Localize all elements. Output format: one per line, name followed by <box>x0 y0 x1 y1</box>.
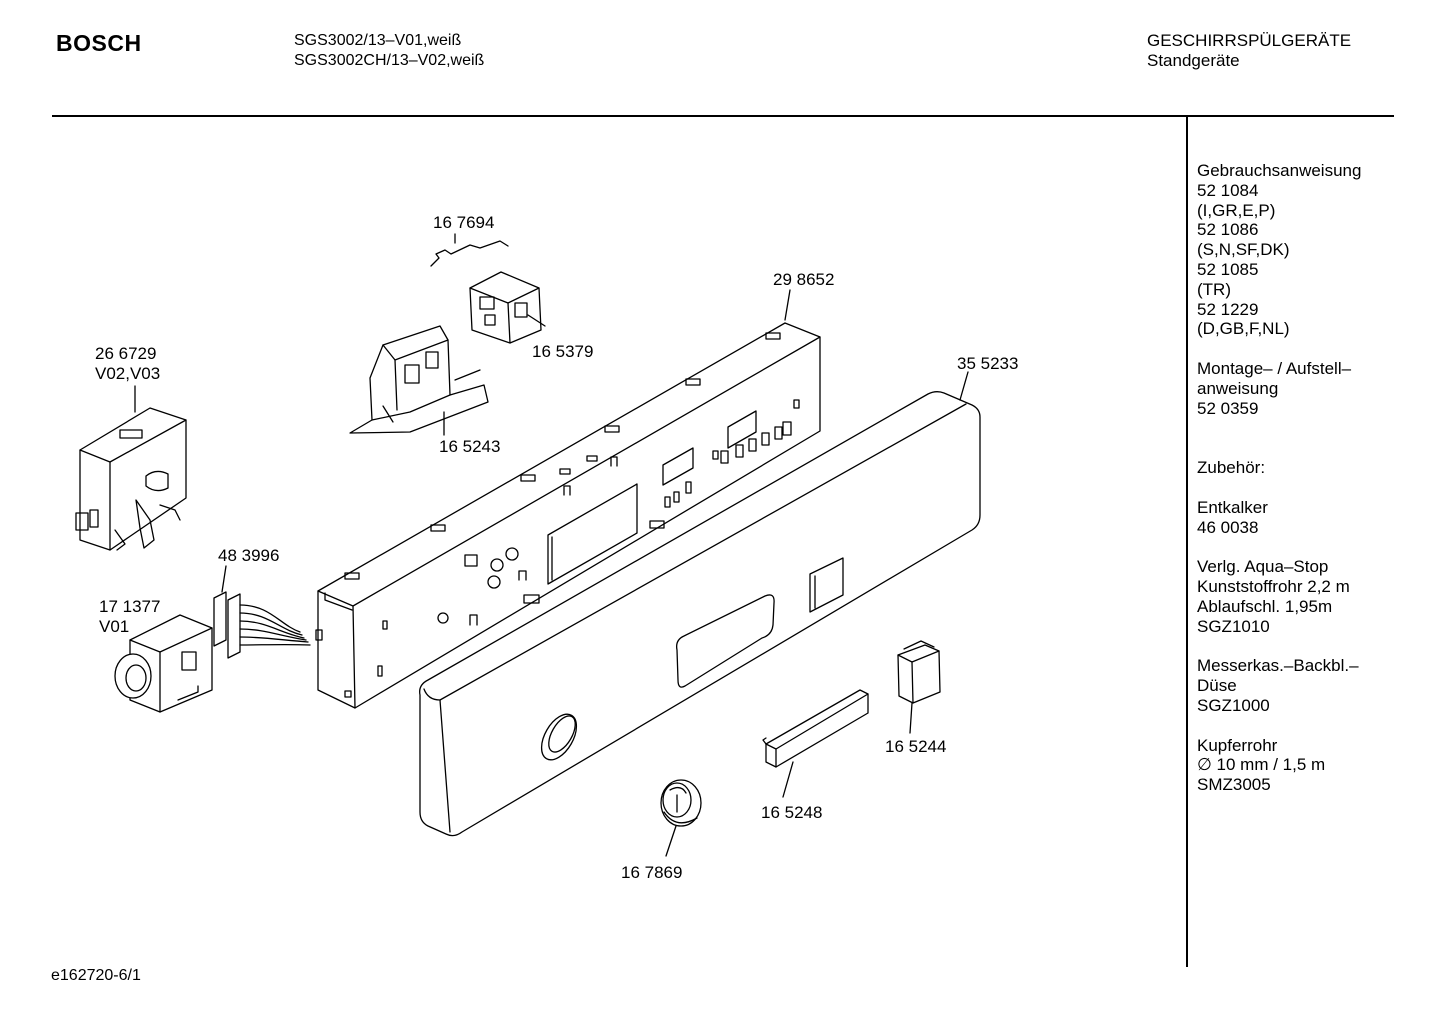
front-fascia-panel <box>419 391 981 837</box>
sidebar-line: SMZ3005 <box>1197 775 1271 795</box>
sidebar-line: ∅ 10 mm / 1,5 m <box>1197 755 1326 775</box>
part-label-167694: 16 7694 <box>433 213 494 232</box>
part-label-298652: 29 8652 <box>773 270 834 289</box>
cutlery-nozzle-group: Messerkas.–Backbl.– Düse SGZ1000 <box>1197 656 1361 715</box>
sidebar-line: Zubehör: <box>1197 458 1266 478</box>
sidebar-line: 52 0359 <box>1197 398 1259 418</box>
sidebar-line: 52 1086 <box>1197 220 1259 240</box>
wire-connector-483996 <box>213 591 311 659</box>
sidebar-line: Messerkas.–Backbl.– <box>1197 656 1359 676</box>
switch-housing-165379 <box>469 271 542 344</box>
part-label-165244: 16 5244 <box>885 737 946 756</box>
category-title: GESCHIRRSPÜLGERÄTE <box>1147 31 1352 50</box>
sidebar-line: Verlg. Aqua–Stop <box>1197 557 1329 577</box>
document-code: e162720-6/1 <box>51 967 141 984</box>
copper-pipe-group: Kupferrohr ∅ 10 mm / 1,5 m SMZ3005 <box>1197 736 1361 795</box>
header-divider <box>52 115 1394 117</box>
model-line-2: SGS3002CH/13–V02,weiß <box>294 52 485 69</box>
sidebar-line: Entkalker <box>1197 497 1268 517</box>
sidebar-line: Kunststoffrohr 2,2 m <box>1197 577 1350 597</box>
accessories-sidebar: Gebrauchsanweisung 52 1084 (I,GR,E,P) 52… <box>1197 161 1361 815</box>
part-label-171377-variant: V01 <box>99 617 129 636</box>
sidebar-line: 52 1084 <box>1197 180 1259 200</box>
sidebar-divider <box>1186 117 1188 967</box>
part-label-165243: 16 5243 <box>439 437 500 456</box>
bracket-165243 <box>349 325 489 434</box>
part-label-165379: 16 5379 <box>532 342 593 361</box>
aquastop-group: Verlg. Aqua–Stop Kunststoffrohr 2,2 m Ab… <box>1197 557 1361 636</box>
sidebar-line: Kupferrohr <box>1197 735 1278 755</box>
part-label-266729: 26 6729 <box>95 344 156 363</box>
brand-logo: BOSCH <box>56 30 142 56</box>
part-label-355233: 35 5233 <box>957 354 1018 373</box>
sidebar-line: (TR) <box>1197 279 1231 299</box>
sidebar-line: anweisung <box>1197 378 1279 398</box>
sidebar-line: Gebrauchsanweisung <box>1197 161 1362 180</box>
sidebar-line: (I,GR,E,P) <box>1197 200 1276 220</box>
sidebar-line: 52 1085 <box>1197 259 1259 279</box>
category-subtitle: Standgeräte <box>1147 51 1240 70</box>
part-label-266729-variant: V02,V03 <box>95 364 160 383</box>
spring-part-167694 <box>430 240 509 267</box>
control-knob-167869 <box>660 779 702 827</box>
part-label-171377: 17 1377 <box>99 597 160 616</box>
sidebar-line: Ablaufschl. 1,95m <box>1197 596 1333 616</box>
control-unit-266729 <box>75 407 187 551</box>
descaler-group: Entkalker 46 0038 <box>1197 498 1361 538</box>
part-label-165248: 16 5248 <box>761 803 822 822</box>
installation-group: Montage– / Aufstell– anweisung 52 0359 <box>1197 359 1361 418</box>
sidebar-line: 46 0038 <box>1197 517 1259 537</box>
part-label-483996: 48 3996 <box>218 546 279 565</box>
exploded-parts-diagram: 16 7694 29 8652 16 5379 26 6729 V02,V03 … <box>75 213 1018 882</box>
leader-lines <box>134 233 969 857</box>
accessories-heading: Zubehör: <box>1197 458 1361 478</box>
selector-switch-171377 <box>114 614 213 713</box>
part-label-167869: 16 7869 <box>621 863 682 882</box>
button-part-165244 <box>897 640 941 704</box>
button-strip-165248 <box>762 689 869 768</box>
sidebar-line: Düse <box>1197 676 1237 696</box>
sidebar-line: (D,GB,F,NL) <box>1197 319 1290 339</box>
sidebar-line: (S,N,SF,DK) <box>1197 240 1290 260</box>
model-line-1: SGS3002/13–V01,weiß <box>294 32 462 49</box>
sidebar-line: 52 1229 <box>1197 299 1259 319</box>
control-panel-carrier <box>315 322 821 709</box>
sidebar-line: SGZ1000 <box>1197 695 1270 715</box>
sidebar-line: SGZ1010 <box>1197 616 1270 636</box>
manual-group: Gebrauchsanweisung 52 1084 (I,GR,E,P) 52… <box>1197 161 1361 339</box>
sidebar-line: Montage– / Aufstell– <box>1197 358 1352 378</box>
